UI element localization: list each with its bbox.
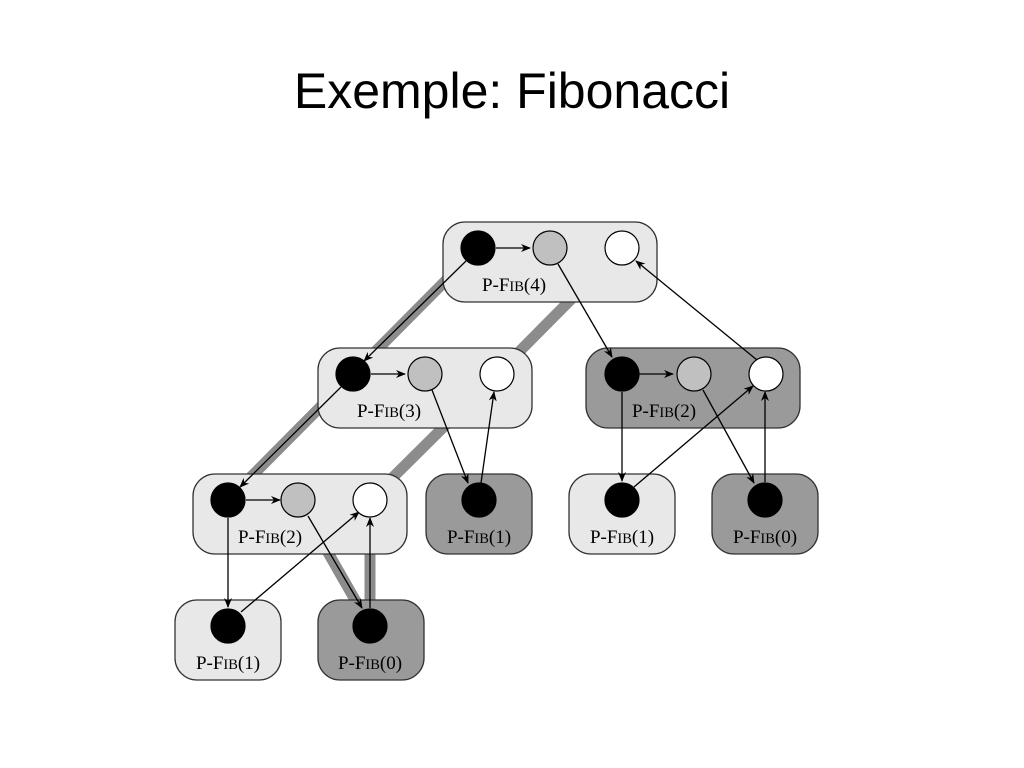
label-prefix: P-F — [196, 653, 223, 674]
label-arg: (3) — [399, 401, 421, 422]
label-arg: (2) — [674, 401, 696, 422]
fib0b-strand — [352, 608, 388, 644]
label-arg: (4) — [524, 275, 546, 296]
label-fib2a: P-FIB(2) — [632, 401, 696, 422]
fib2a-sync-strand — [748, 356, 784, 392]
label-prefix: P-F — [238, 527, 265, 548]
label-fib0a: P-FIB(0) — [733, 527, 797, 548]
fib4-spawn-strand — [460, 230, 496, 266]
edge-spawn-fib3-fib2b — [239, 386, 342, 488]
edge-call-fib3-fib1a — [431, 389, 469, 484]
label-fib1b: P-FIB(1) — [590, 527, 654, 548]
label-prefix: P-F — [447, 527, 474, 548]
strands — [210, 230, 784, 644]
edge-call-fib2b-fib0b — [307, 515, 363, 609]
edge-spawn-fib4-fib3 — [363, 260, 467, 362]
label-smallcaps: IB — [509, 279, 524, 295]
label-fib2b: P-FIB(2) — [238, 527, 302, 548]
fib2a-spawn-strand — [604, 356, 640, 392]
fib4-sync-strand — [604, 230, 640, 266]
fib1a-strand — [461, 482, 497, 518]
label-fib3: P-FIB(3) — [357, 401, 421, 422]
label-prefix: P-F — [733, 527, 760, 548]
label-arg: (1) — [238, 653, 260, 674]
fib3-call-strand — [407, 356, 443, 392]
label-smallcaps: IB — [223, 657, 238, 673]
label-arg: (1) — [489, 527, 511, 548]
label-smallcaps: IB — [760, 531, 775, 547]
label-arg: (2) — [280, 527, 302, 548]
edge-call-fib4-fib2a — [557, 263, 613, 358]
critical-path — [222, 242, 628, 632]
edges — [224, 244, 769, 613]
label-fib1c: P-FIB(1) — [196, 653, 260, 674]
fib3-sync-strand — [479, 356, 515, 392]
fib1c-strand — [210, 608, 246, 644]
label-prefix: P-F — [338, 653, 365, 674]
fib1b-strand — [604, 482, 640, 518]
edge-call-fib2a-fib0a — [702, 389, 755, 484]
label-arg: (0) — [380, 653, 402, 674]
label-fib1a: P-FIB(1) — [447, 527, 511, 548]
fib4-call-strand — [532, 230, 568, 266]
fib0a-strand — [747, 482, 783, 518]
label-smallcaps: IB — [659, 405, 674, 421]
label-prefix: P-F — [357, 401, 384, 422]
critical-path-up — [364, 242, 628, 632]
slide-title: Exemple: Fibonacci — [293, 63, 731, 119]
edge-return-fib2a-fib4 — [635, 260, 758, 361]
fib3-spawn-strand — [335, 356, 371, 392]
node-labels: P-FIB(4) P-FIB(3) P-FIB(2) P-FIB(2) P-FI… — [196, 275, 797, 674]
label-prefix: P-F — [590, 527, 617, 548]
label-arg: (0) — [775, 527, 797, 548]
label-prefix: P-F — [482, 275, 509, 296]
edge-return-fib1c-fib2b — [240, 511, 360, 613]
label-prefix: P-F — [632, 401, 659, 422]
label-smallcaps: IB — [384, 405, 399, 421]
label-fib4: P-FIB(4) — [482, 275, 546, 296]
edge-return-fib1b-fib2a — [633, 385, 754, 488]
fib2b-call-strand — [280, 482, 316, 518]
label-fib0b: P-FIB(0) — [338, 653, 402, 674]
edge-return-fib1a-fib3 — [480, 391, 497, 484]
label-smallcaps: IB — [617, 531, 632, 547]
label-smallcaps: IB — [365, 657, 380, 673]
label-arg: (1) — [632, 527, 654, 548]
fib2a-call-strand — [676, 356, 712, 392]
label-smallcaps: IB — [265, 531, 280, 547]
fib2b-sync-strand — [352, 482, 388, 518]
fib2b-spawn-strand — [210, 482, 246, 518]
label-smallcaps: IB — [474, 531, 489, 547]
